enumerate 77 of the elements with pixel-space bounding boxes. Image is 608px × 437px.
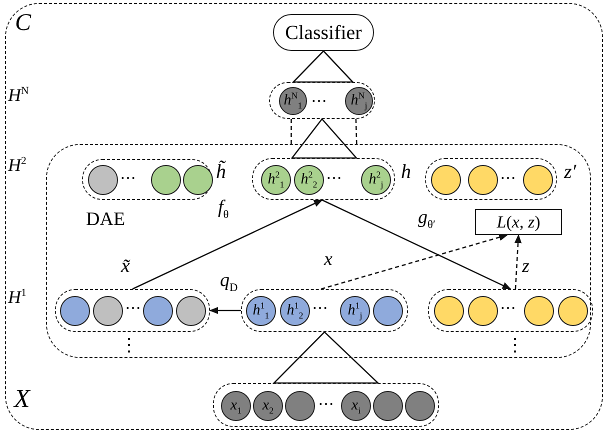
neuron (431, 165, 461, 195)
group-label: DAE (86, 210, 126, 229)
neuron (345, 87, 373, 115)
neuron (285, 391, 315, 421)
neuron-label: x$_{1}$ (230, 398, 242, 414)
neuron (341, 391, 371, 421)
arrow (322, 199, 512, 290)
arrow (514, 234, 522, 290)
edge-label: f$_{θ}$ (218, 198, 229, 217)
neuron-label: x$_{2}$ (262, 398, 274, 414)
neuron (246, 296, 276, 326)
neuron (434, 296, 464, 326)
neuron (280, 296, 310, 326)
connection-triangle (290, 118, 358, 159)
group-symbol: x̃ (121, 256, 130, 276)
group-label: C (15, 11, 32, 35)
neuron (253, 391, 283, 421)
layer-label: H$^{N}$ (8, 86, 29, 104)
loss-label: L(x, z) (496, 214, 540, 230)
neuron (294, 165, 324, 195)
arrow (209, 306, 241, 314)
neuron (361, 165, 391, 195)
connector-line (355, 118, 358, 144)
neuron (176, 296, 206, 326)
neuron (93, 296, 123, 326)
ellipsis: ⋯ (120, 171, 136, 187)
ellipsis: ⋯ (500, 171, 516, 187)
autoencoder-frame (46, 144, 591, 358)
loss-box (475, 209, 562, 235)
layer-label: X (14, 386, 30, 412)
neuron (261, 165, 291, 195)
neuron (523, 165, 553, 195)
model-frame (5, 3, 603, 430)
neuron-group (82, 159, 212, 200)
neuron (60, 296, 90, 326)
neuron-group (428, 289, 593, 332)
neuron-group (241, 289, 408, 332)
ellipsis: ⋯ (326, 171, 342, 187)
ellipsis: ⋯ (311, 94, 327, 110)
neuron-group (269, 82, 375, 119)
ellipsis: ⋯ (312, 301, 328, 317)
neuron-group (425, 158, 557, 200)
neuron (468, 165, 498, 195)
vertical-ellipsis: ⋮ (120, 336, 138, 354)
ellipsis: ⋯ (318, 397, 334, 413)
connection-triangle (272, 331, 380, 384)
classifier-box (273, 14, 374, 51)
neuron (468, 296, 498, 326)
neuron (340, 296, 370, 326)
neuron (143, 296, 173, 326)
neuron (279, 87, 307, 115)
ellipsis: ⋯ (500, 301, 516, 317)
neuron (221, 391, 251, 421)
connection-triangle (292, 50, 354, 83)
vertical-ellipsis: ⋮ (506, 336, 524, 354)
ellipsis: ⋯ (125, 301, 141, 317)
neuron (405, 391, 435, 421)
connector-line (290, 119, 292, 144)
group-symbol: h̃ (216, 162, 226, 182)
layer-label: H$^{2}$ (8, 156, 26, 174)
group-symbol: h (401, 162, 411, 182)
group-symbol: z′ (564, 162, 576, 182)
neuron (524, 296, 554, 326)
neuron-group (252, 158, 395, 200)
neuron (183, 165, 213, 195)
neuron-label: x$_{i}$ (351, 398, 361, 414)
classifier-label: Classifier (285, 22, 362, 42)
neuron-group (55, 289, 210, 332)
neuron (151, 165, 181, 195)
neuron (88, 165, 118, 195)
arrow (132, 199, 323, 290)
neuron (373, 391, 403, 421)
neuron (373, 296, 403, 326)
arrow (320, 234, 508, 290)
neuron (558, 296, 588, 326)
neuron-group (213, 383, 439, 427)
layer-label: H$^{1}$ (8, 288, 26, 306)
